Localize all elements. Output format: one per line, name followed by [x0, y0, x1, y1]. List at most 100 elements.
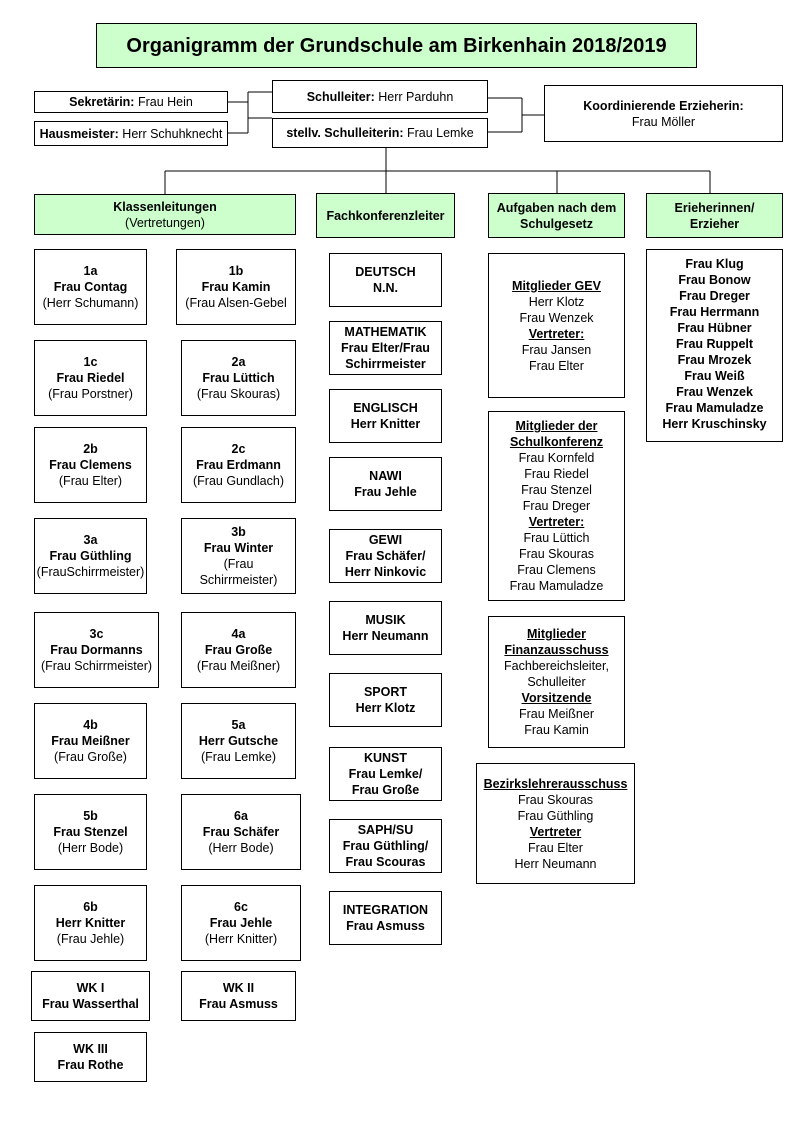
subject-name: GEWI	[368, 533, 403, 547]
class-teacher: Frau Riedel	[56, 371, 125, 385]
category-erzieher-line2: Erzieher	[689, 216, 740, 231]
class-substitute: (Frau Lemke)	[200, 750, 277, 764]
stellv-role: stellv. Schulleiterin:	[286, 126, 404, 140]
class-label: 6c	[234, 900, 248, 914]
category-erzieher: Erieherinnen/ Erzieher	[646, 193, 783, 238]
class-label: 6a	[234, 809, 248, 823]
subject-box-deutsch: DEUTSCH N.N.	[329, 253, 442, 307]
committee-member: Fachbereichsleiter,	[504, 659, 609, 673]
class-teacher: Frau Schäfer	[202, 825, 280, 839]
committee-deputy: Frau Mamuladze	[509, 579, 604, 593]
hausmeister-name: Herr Schuhknecht	[118, 126, 223, 141]
category-erzieher-line1: Erieherinnen/	[674, 200, 755, 215]
subject-lead: Herr Knitter	[350, 417, 421, 431]
class-substitute: (Frau Jehle)	[56, 932, 125, 946]
class-label: 2a	[231, 355, 246, 369]
committee-member: Frau Stenzel	[521, 483, 592, 497]
class-label: 5b	[83, 809, 98, 823]
schulleiter-name: Herr Parduhn	[374, 89, 454, 104]
class-box-5a: 5a Herr Gutsche (Frau Lemke)	[181, 703, 296, 779]
class-teacher: Frau Asmuss	[199, 997, 278, 1011]
class-label: 2c	[231, 442, 246, 456]
sekretaerin-name: Frau Hein	[134, 95, 193, 109]
subject-lead: Frau Schäfer/	[345, 549, 426, 563]
subject-lead: Frau Elter/Frau	[341, 341, 430, 355]
class-teacher: Frau Wasserthal	[42, 997, 139, 1011]
class-box-5b: 5b Frau Stenzel (Herr Bode)	[34, 794, 147, 870]
category-aufgaben: Aufgaben nach dem Schulgesetz	[488, 193, 625, 238]
educator-name: Frau Weiß	[684, 369, 745, 383]
subject-name: SPORT	[363, 685, 408, 699]
class-teacher: Frau Contag	[53, 280, 128, 294]
subject-lead: Herr Neumann	[342, 629, 429, 643]
educator-name: Frau Mamuladze	[665, 401, 764, 415]
subject-box-saph-su: SAPH/SU Frau Güthling/ Frau Scouras	[329, 819, 442, 873]
class-substitute: (FrauSchirrmeister)	[36, 565, 145, 579]
class-box-3a: 3a Frau Güthling (FrauSchirrmeister)	[34, 518, 147, 594]
category-klassenleitungen: Klassenleitungen (Vertretungen)	[34, 194, 296, 235]
class-teacher: Herr Gutsche	[198, 734, 279, 748]
class-label: 1a	[83, 264, 98, 278]
category-aufgaben-line1: Aufgaben nach dem	[496, 200, 617, 215]
class-label: 4a	[231, 627, 246, 641]
subject-lead-cont: Frau Große	[351, 783, 420, 797]
class-label: 1c	[83, 355, 98, 369]
sekretaerin-box: Sekretärin: Frau Hein	[34, 91, 228, 113]
committee-heading: Mitglieder GEV	[512, 278, 601, 293]
subject-lead-cont: Schirrmeister	[345, 357, 426, 371]
class-teacher: Herr Knitter	[55, 916, 126, 930]
class-box-2a: 2a Frau Lüttich (Frau Skouras)	[181, 340, 296, 416]
subject-box-englisch: ENGLISCH Herr Knitter	[329, 389, 442, 443]
committee-member: Frau Güthling	[517, 808, 594, 823]
class-substitute: (Herr Knitter)	[204, 932, 278, 946]
committee-member: Schulleiter	[527, 675, 586, 689]
hausmeister-box: Hausmeister: Herr Schuhknecht	[34, 121, 228, 146]
category-klassenleitungen-title: Klassenleitungen	[113, 199, 217, 214]
committee-heading-cont: Finanzausschuss	[504, 643, 609, 657]
committee-heading: Bezirkslehrerausschuss	[483, 776, 628, 791]
committee-finanzausschuss: Mitglieder Finanzausschuss Fachbereichsl…	[488, 616, 625, 748]
educator-name: Frau Hübner	[677, 321, 752, 335]
subject-name: MUSIK	[365, 613, 406, 627]
committee-deputy-heading: Vertreter:	[528, 515, 585, 529]
subject-box-sport: SPORT Herr Klotz	[329, 673, 442, 727]
committee-bezirkslehrerausschuss: Bezirkslehrerausschuss Frau Skouras Frau…	[476, 763, 635, 884]
educator-name: Frau Ruppelt	[675, 337, 754, 351]
class-substitute: (Frau Schirrmeister)	[40, 659, 153, 673]
class-substitute: (Frau Elter)	[58, 474, 123, 488]
committee-member: Frau Dreger	[522, 499, 591, 513]
schulleiter-role: Schulleiter:	[306, 89, 375, 104]
subject-name: DEUTSCH	[355, 265, 416, 279]
class-substitute-cont: Schirrmeister)	[199, 573, 278, 587]
committee-deputy: Frau Lüttich	[523, 531, 590, 545]
committee-deputy: Frau Jansen	[521, 342, 592, 357]
subject-name: SAPH/SU	[357, 823, 414, 837]
committee-deputy-heading: Vertreter	[529, 824, 582, 839]
class-substitute: (Herr Bode)	[208, 841, 274, 855]
koordinierende-name: Frau Möller	[631, 114, 696, 129]
committee-deputy: Frau Elter	[529, 358, 584, 373]
category-klassenleitungen-subtitle: (Vertretungen)	[125, 215, 205, 230]
category-fachkonferenzleiter-title: Fachkonferenzleiter	[326, 208, 445, 223]
class-label: 4b	[83, 718, 98, 732]
class-box-6a: 6a Frau Schäfer (Herr Bode)	[181, 794, 301, 870]
class-teacher: Frau Erdmann	[196, 458, 281, 472]
class-box-1a: 1a Frau Contag (Herr Schumann)	[34, 249, 147, 325]
class-label: 2b	[83, 442, 98, 456]
subject-box-mathematik: MATHEMATIK Frau Elter/Frau Schirrmeister	[329, 321, 442, 375]
class-box-1b: 1b Frau Kamin (Frau Alsen-Gebel	[176, 249, 296, 325]
class-label: 3c	[89, 627, 104, 641]
educators-list: Frau Klug Frau Bonow Frau Dreger Frau He…	[646, 249, 783, 442]
committee-chair: Frau Meißner	[518, 707, 595, 721]
stellv-name: Frau Lemke	[403, 126, 474, 140]
committee-heading: Mitglieder	[526, 627, 587, 641]
sekretaerin-role: Sekretärin:	[69, 95, 135, 109]
committee-deputy: Herr Neumann	[514, 856, 597, 871]
class-box-4b: 4b Frau Meißner (Frau Große)	[34, 703, 147, 779]
class-teacher: Frau Stenzel	[53, 825, 128, 839]
committee-member: Frau Wenzek	[519, 310, 594, 325]
committee-member: Frau Kornfeld	[518, 451, 595, 465]
class-label: 5a	[231, 718, 246, 732]
subject-lead-cont: Frau Scouras	[345, 855, 426, 869]
class-box-6c: 6c Frau Jehle (Herr Knitter)	[181, 885, 301, 961]
